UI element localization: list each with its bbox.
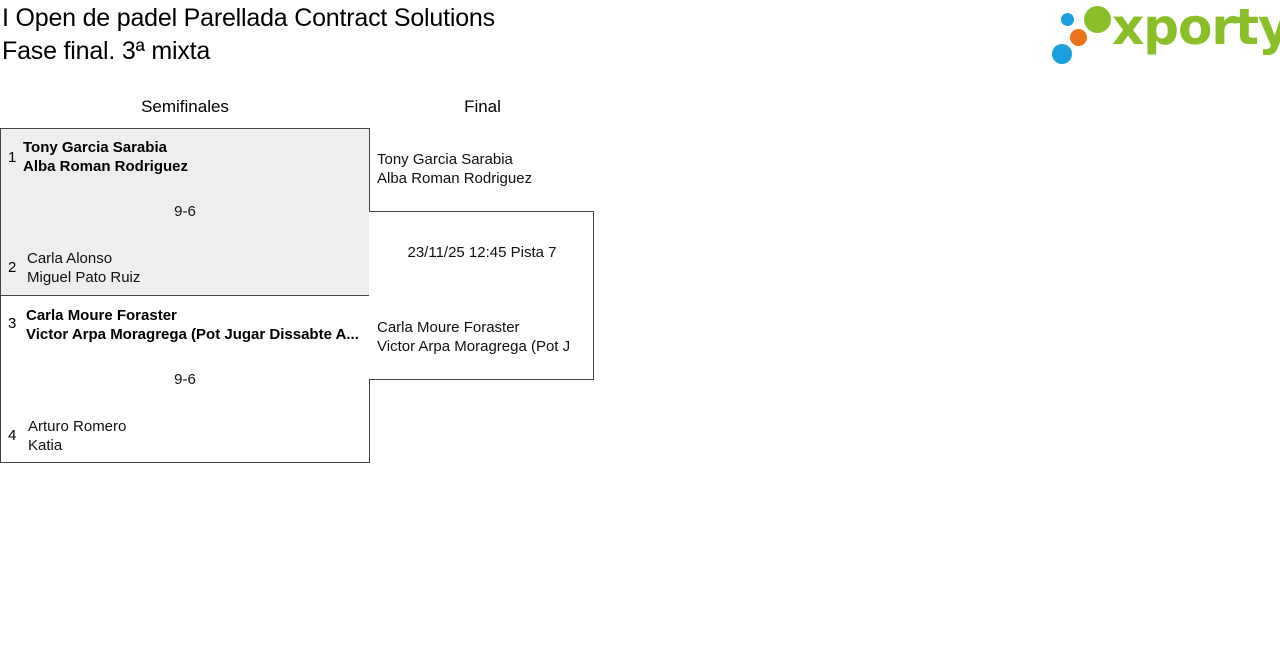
tournament-name: I Open de padel Parellada Contract Solut… [2,4,495,32]
semifinal-match-2[interactable]: 3 Carla Moure Foraster Victor Arpa Morag… [0,295,370,463]
player-name: Victor Arpa Moragrega (Pot Jugar Dissabt… [26,326,359,343]
player-name: Carla Moure Foraster [26,307,177,324]
team-seed: 1 [8,149,17,166]
final-match-box[interactable] [369,211,594,380]
logo-wordmark: xporty [1112,0,1280,56]
player-name: Tony Garcia Sarabia [377,151,513,168]
player-name: Miguel Pato Ruiz [27,269,141,286]
final-team-bottom[interactable]: Carla Moure Foraster Victor Arpa Moragre… [377,318,570,356]
final-team-top[interactable]: Tony Garcia Sarabia Alba Roman Rodriguez [377,150,532,188]
final-schedule: 23/11/25 12:45 Pista 7 [407,244,557,261]
phase-name: Fase final. 3ª mixta [2,37,211,65]
player-name: Carla Alonso [27,250,113,267]
logo-dot-blue-large [1052,44,1072,64]
team-loser[interactable]: Carla Alonso Miguel Pato Ruiz [27,249,140,287]
semifinal-match-1[interactable]: 1 Tony Garcia Sarabia Alba Roman Rodrigu… [0,128,370,296]
team-loser[interactable]: Arturo Romero Katia [28,417,126,455]
player-name: Arturo Romero [28,418,127,435]
team-seed: 2 [8,259,17,276]
player-name: Tony Garcia Sarabia [23,139,167,156]
page-title: I Open de padel Parellada Contract Solut… [2,2,495,68]
player-name: Katia [28,437,63,454]
player-name: Alba Roman Rodriguez [377,170,533,187]
team-seed: 4 [8,427,17,444]
logo-dot-green [1084,6,1111,33]
team-seed: 3 [8,315,17,332]
round-header-semifinals: Semifinales [141,97,229,116]
player-name: Victor Arpa Moragrega (Pot J [377,338,571,355]
logo-dot-blue-small [1061,13,1074,26]
match-score: 9-6 [174,203,196,220]
logo-dot-orange [1070,29,1087,46]
round-header-final: Final [464,97,501,116]
xporty-logo[interactable]: xporty [1050,0,1280,68]
player-name: Carla Moure Foraster [377,319,520,336]
player-name: Alba Roman Rodriguez [23,158,189,175]
match-score: 9-6 [174,371,196,388]
team-winner[interactable]: Tony Garcia Sarabia Alba Roman Rodriguez [23,138,188,176]
team-winner[interactable]: Carla Moure Foraster Victor Arpa Moragre… [26,306,359,344]
